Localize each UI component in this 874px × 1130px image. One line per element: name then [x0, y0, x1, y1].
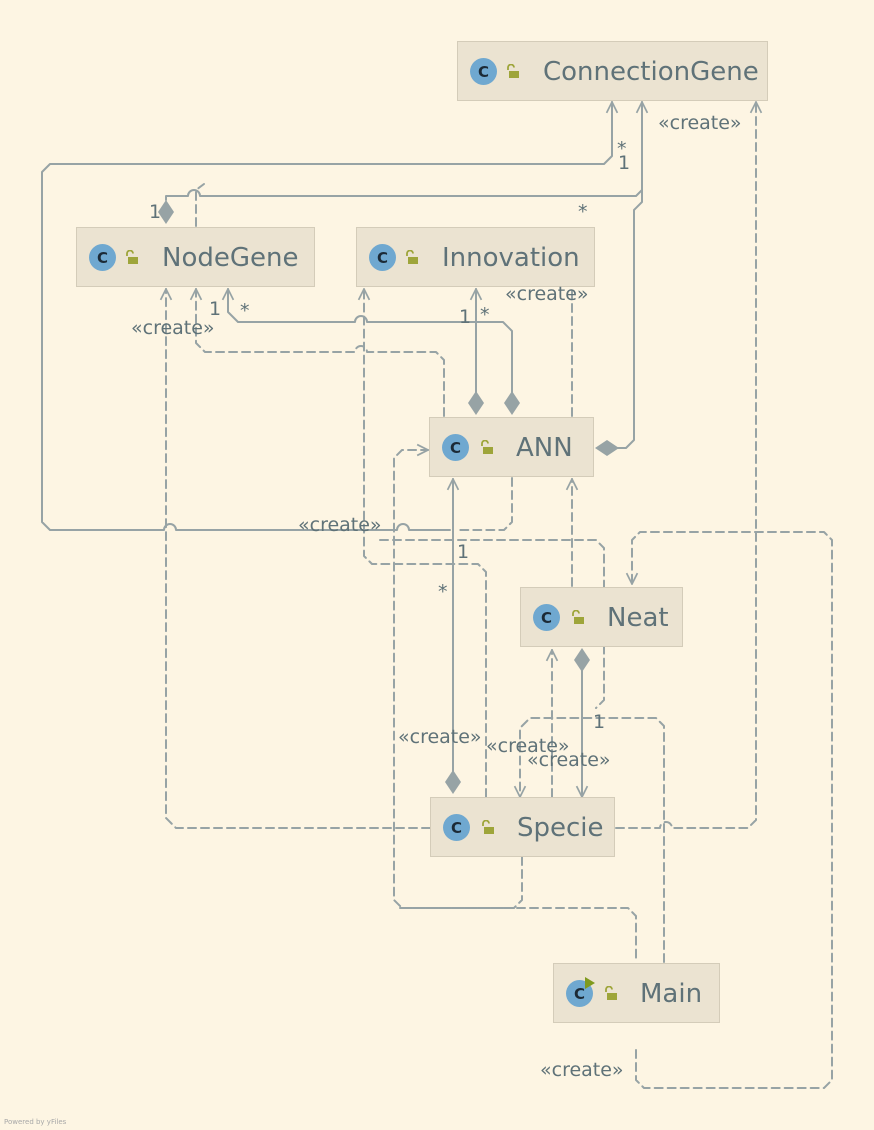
class-icon: C	[89, 244, 116, 271]
class-name: ANN	[516, 433, 573, 463]
edge-ann-nodegene	[228, 289, 513, 394]
class-icon: C	[443, 814, 470, 841]
edge-label-create: «create»	[298, 514, 382, 536]
class-innovation[interactable]: C Innovation	[356, 227, 595, 287]
class-name: Main	[640, 979, 703, 1009]
dep-specie-ann	[393, 450, 523, 909]
class-icon: C	[533, 604, 560, 631]
class-name: ConnectionGene	[543, 57, 759, 87]
dep-ann-self	[459, 477, 513, 531]
edge-label-create: «create»	[398, 726, 482, 748]
public-lock-icon	[572, 610, 584, 624]
edge-label-create: «create»	[505, 283, 589, 305]
composition-diamond-neat	[574, 648, 590, 672]
dep-ann-neat-loop	[379, 539, 605, 709]
dep-main-specie	[520, 717, 665, 963]
composition-diamond-ann-nodegene	[504, 391, 520, 415]
dep-ann-nodegene	[196, 289, 445, 417]
public-lock-icon	[406, 250, 418, 264]
public-lock-icon	[605, 986, 617, 1000]
dep-main-neat	[632, 531, 833, 1089]
class-icon: C	[442, 434, 469, 461]
edge-loop-connectiongene	[41, 102, 612, 531]
edge-label-create: «create»	[131, 317, 215, 339]
class-main[interactable]: C Main	[553, 963, 720, 1023]
edge-label-multiplicity: *	[438, 581, 448, 603]
composition-diamond-specie	[445, 770, 461, 794]
composition-diamond-ann-innovation	[468, 391, 484, 415]
class-ann[interactable]: C ANN	[429, 417, 594, 477]
edge-label-multiplicity: 1	[149, 201, 162, 223]
edge-label-multiplicity: 1	[618, 152, 631, 174]
class-name: Neat	[607, 603, 669, 633]
dep-specie-connectiongene	[615, 102, 756, 829]
composition-diamond-ann-connection	[595, 440, 619, 456]
class-icon: C	[470, 58, 497, 85]
class-specie[interactable]: C Specie	[430, 797, 615, 857]
edge-label-multiplicity: *	[578, 201, 588, 223]
dep-specie-innovation	[364, 289, 487, 798]
dep-nodegene-top	[195, 183, 205, 227]
public-lock-icon	[507, 64, 519, 78]
run-badge-icon	[585, 977, 595, 989]
public-lock-icon	[481, 440, 493, 454]
class-name: NodeGene	[162, 243, 299, 273]
class-name: Specie	[517, 813, 604, 843]
edge-label-create: «create»	[540, 1059, 624, 1081]
public-lock-icon	[126, 250, 138, 264]
edge-label-multiplicity: *	[617, 138, 627, 160]
dep-specie-nodegene	[166, 289, 431, 829]
edge-label-create: «create»	[658, 112, 742, 134]
edge-label-create: «create»	[486, 735, 570, 757]
composition-diamond-nodegene	[158, 200, 174, 224]
edge-label-multiplicity: 1	[459, 306, 472, 328]
edge-ann-connectiongene	[615, 189, 643, 449]
public-lock-icon	[482, 820, 494, 834]
class-nodegene[interactable]: C NodeGene	[76, 227, 315, 287]
edge-nodegene-connectiongene	[165, 102, 642, 201]
dep-specie-main	[399, 907, 637, 963]
edge-label-create: «create»	[527, 749, 611, 771]
edge-label-multiplicity: *	[240, 300, 250, 322]
class-name: Innovation	[442, 243, 580, 273]
edge-label-multiplicity: 1	[209, 298, 222, 320]
class-icon: C	[369, 244, 396, 271]
class-connectiongene[interactable]: C ConnectionGene	[457, 41, 768, 101]
edge-label-multiplicity: 1	[457, 541, 470, 563]
powered-by-footer: Powered by yFiles	[4, 1118, 67, 1126]
edge-label-multiplicity: 1	[593, 711, 606, 733]
class-neat[interactable]: C Neat	[520, 587, 683, 647]
edge-label-multiplicity: *	[480, 304, 490, 326]
